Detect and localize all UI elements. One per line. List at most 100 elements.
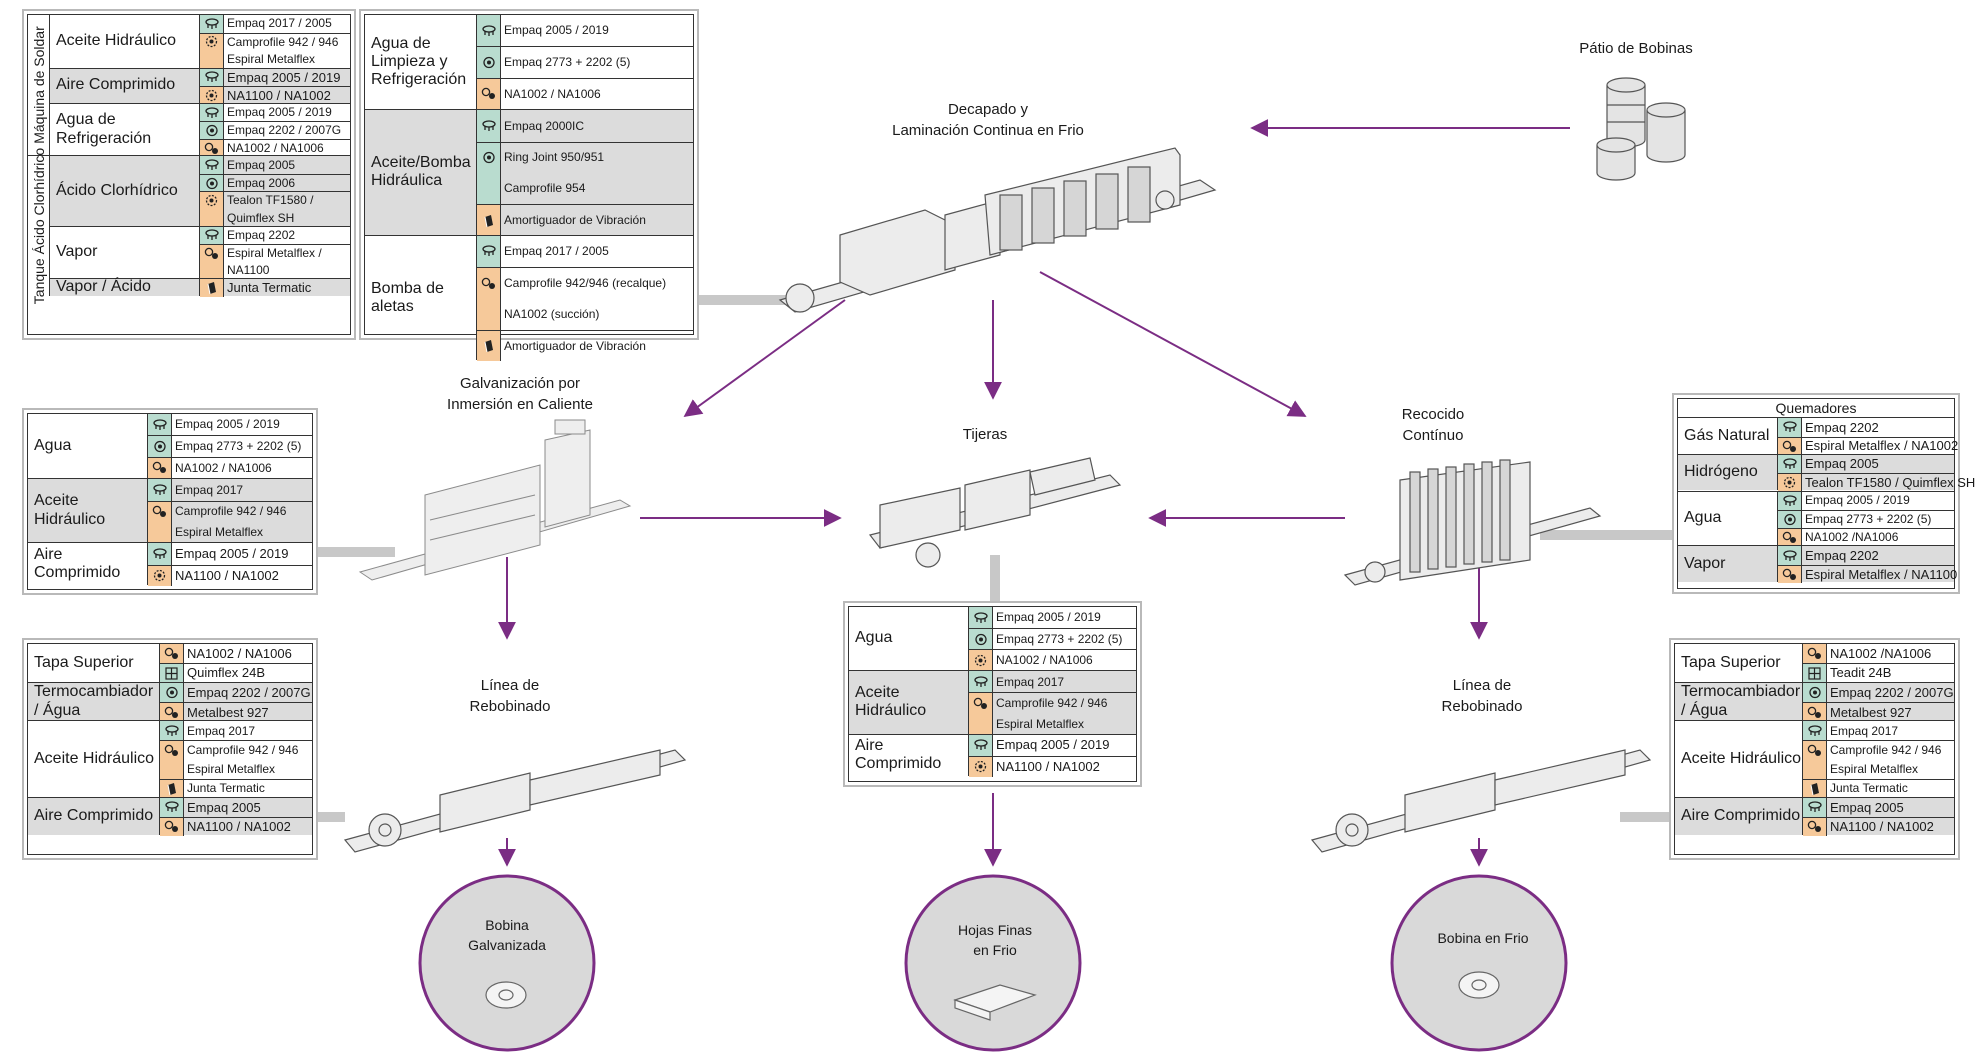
table-row-category: Termocambiador / Água [28,683,160,721]
table-item: Espiral Metalflex / [200,244,350,262]
flange-icon [200,192,224,210]
table-item-label: Camprofile 954 [504,181,586,196]
gasket-icon [969,734,993,756]
valve-icon [160,817,184,836]
table-item-label: Empaq 2005 / 2019 [504,23,609,38]
table-row-category: Tapa Superior [1675,644,1803,683]
rebob-right-machine-illustration [1310,749,1652,853]
table-item-label: Ring Joint 950/951 [504,150,605,165]
table-item: Metalbest 927 [160,702,312,722]
table-item-label: Tealon TF1580 / Quimflex SH [1805,475,1975,491]
icon-cell [1803,759,1827,779]
table-item: NA1002 / NA1006 [477,77,693,110]
table-item-label: Empaq 2005 [227,157,296,172]
valve-icon [1803,644,1827,664]
table-item: Espiral Metalflex [160,759,312,779]
grid-icon [160,664,184,683]
table-item: Empaq 2017 [160,721,312,741]
table-row-category: Aceite Hidráulico [1675,721,1803,797]
table-item-label: Espiral Metalflex / NA1002 [1805,438,1959,454]
joint-icon [477,330,501,362]
coil-storage-illustration [1596,77,1686,181]
valve-icon [160,703,184,722]
gasket-icon [477,15,501,47]
table-item-label: Empaq 2005 / 2019 [227,105,332,120]
table-row-category: Bomba de aletas [365,235,477,361]
flange-icon [148,565,172,587]
flange-icon [1778,474,1802,492]
gasket-icon [148,479,172,501]
table-item: Empaq 2005 / 2019 [200,103,350,122]
icon-cell [160,759,184,779]
gasket-icon [477,110,501,142]
table-item-label: Empaq 2000IC [504,118,585,133]
table-item: Empaq 2773 + 2202 (5) [1778,509,1954,529]
table-item-label: Empaq 2202 [1805,419,1879,435]
product-circles [418,874,1568,1052]
connector-lines [317,295,1675,822]
table-item-label: Empaq 2202 [1805,547,1879,563]
tijeras-machine-illustration [868,457,1122,568]
table-item: Empaq 2005 / 2019 [969,607,1136,629]
table-item-label: Junta Termatic [1830,781,1908,796]
flange-icon [200,87,224,104]
table-item-label: Empaq 2773 + 2202 (5) [996,631,1123,646]
gasket-icon [1778,491,1802,510]
ring-icon [160,683,184,703]
table-item: Empaq 2000IC [477,110,693,142]
vertical-label-tanque: Tanque Ácido Clorhídrico [28,148,50,304]
table-item-label: Empaq 2005 / 2019 [175,417,280,432]
valve-icon [1803,703,1827,722]
table-item: NA1100 [200,261,350,280]
table-item-label: NA1002 /NA1006 [1805,530,1899,545]
table-item: NA1002 / NA1006 [160,644,312,664]
table-item-label: Camprofile 942 / 946 [175,504,287,519]
gasket-icon [200,68,224,87]
table-item-label: Camprofile 942 / 946 [996,696,1108,711]
gasket-icon [1803,721,1827,741]
table-item: Camprofile 942 / 946 [969,692,1136,714]
table-item-label: Junta Termatic [187,781,265,796]
table-row-category: Agua de Refrigeración [50,103,200,156]
table-item: Empaq 2005 [160,797,312,817]
valve-icon [200,245,224,262]
vertical-label-text: Tanque Ácido Clorhídrico [30,147,47,305]
table-item-label: Espiral Metalflex [227,51,316,66]
table-item: Empaq 2017 / 2005 [477,235,693,268]
joint-icon [160,779,184,798]
table-row-category: Hidrógeno [1678,454,1778,491]
table-item: NA1100 / NA1002 [148,564,312,587]
table-row-category: Termocambiador / Água [1675,683,1803,721]
table-item-label: Teadit 24B [1830,665,1892,681]
table-item-label: Quimflex 24B [187,665,266,681]
table-item: NA1002 / NA1006 [200,138,350,157]
table-row-category: Tapa Superior [28,644,160,683]
valve-icon [1803,741,1827,760]
table-item-label: Empaq 2005 [187,799,261,815]
table-item: Ring Joint 950/951 [477,141,693,173]
table-item-label: Espiral Metalflex [1830,761,1919,776]
table-item: Camprofile 954 [477,172,693,205]
table-item: NA1100 / NA1002 [969,755,1136,777]
icon-cell [200,261,224,280]
table-item: NA1002 /NA1006 [1778,528,1954,547]
station-title-patio: Pátio de Bobinas [1579,40,1693,57]
flange-icon [200,33,224,51]
table-row-category: Aire Comprimido [849,734,969,776]
